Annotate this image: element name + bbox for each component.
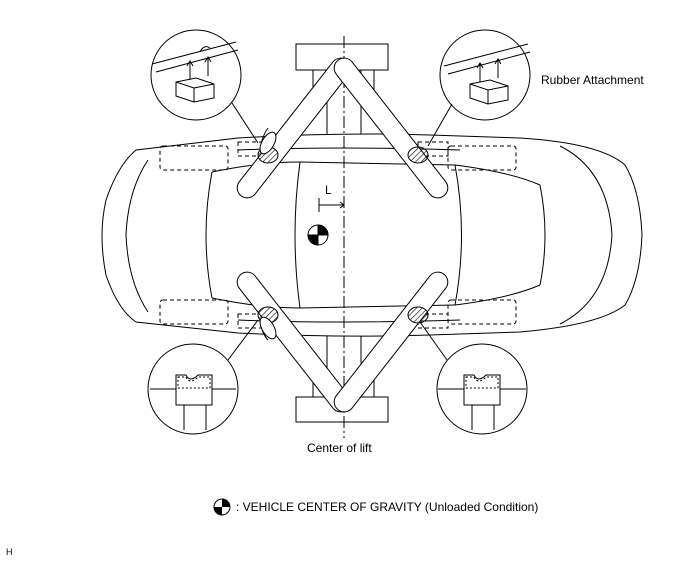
callout-bottom-left bbox=[147, 319, 259, 435]
callout-bottom-right bbox=[419, 321, 528, 435]
center-of-gravity-icon bbox=[307, 224, 329, 246]
rubber-attachment-label: Rubber Attachment bbox=[541, 73, 644, 87]
lift-point-zones bbox=[159, 141, 517, 329]
callout-top-right bbox=[427, 29, 531, 147]
figure-code: H bbox=[6, 547, 13, 557]
center-of-lift-label: Center of lift bbox=[307, 441, 372, 455]
distance-label: L bbox=[325, 183, 332, 197]
callout-top-left bbox=[150, 29, 259, 144]
distance-dimension bbox=[318, 198, 345, 212]
vehicle-outline bbox=[101, 127, 643, 341]
center-of-gravity-legend-icon bbox=[213, 498, 231, 516]
legend-text: : VEHICLE CENTER OF GRAVITY (Unloaded Co… bbox=[236, 500, 539, 514]
lift-pads bbox=[257, 131, 429, 340]
